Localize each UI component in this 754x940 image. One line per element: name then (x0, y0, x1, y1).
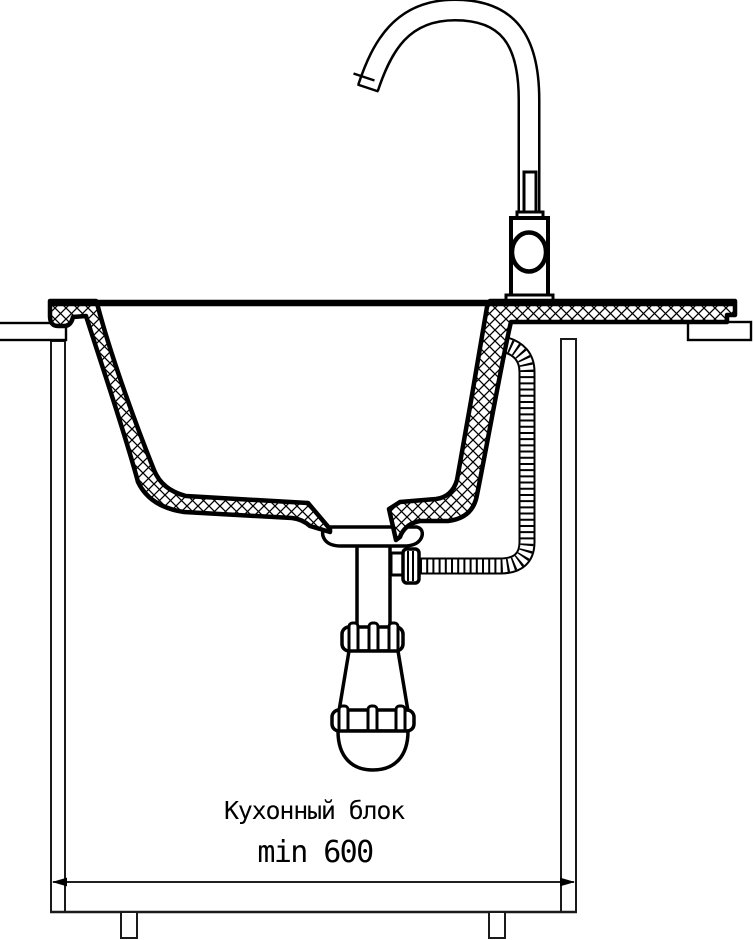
sink-basin (47, 298, 738, 543)
drain-outlet-nut (401, 547, 421, 585)
flexible-hose (420, 333, 536, 575)
cabinet-left-wall (50, 340, 66, 913)
arrowhead-left (52, 877, 67, 887)
cabinet (50, 338, 577, 939)
countertop (0, 320, 753, 342)
faucet-tip-edge (357, 83, 379, 93)
dimension-label: min 600 (257, 835, 373, 870)
siphon-cup (336, 649, 411, 713)
drain-tailpipe (355, 546, 392, 627)
faucet-ball-joint (509, 230, 549, 274)
countertop-left (0, 321, 68, 342)
cabinet-foot-right (488, 911, 506, 939)
dimension-line (52, 877, 575, 887)
siphon-dome (336, 729, 410, 772)
drain-flange (320, 525, 424, 548)
faucet-aerator-line (353, 72, 375, 82)
faucet (353, 0, 555, 305)
sink-left-section (47, 298, 333, 535)
countertop-right (686, 320, 753, 342)
arrowhead-right (560, 877, 575, 887)
cabinet-foot-left (120, 911, 138, 939)
cabinet-right-wall (560, 338, 577, 913)
cabinet-label: Кухонный блок (224, 796, 405, 825)
sink-right-section (386, 298, 738, 543)
drain-siphon (330, 546, 421, 772)
